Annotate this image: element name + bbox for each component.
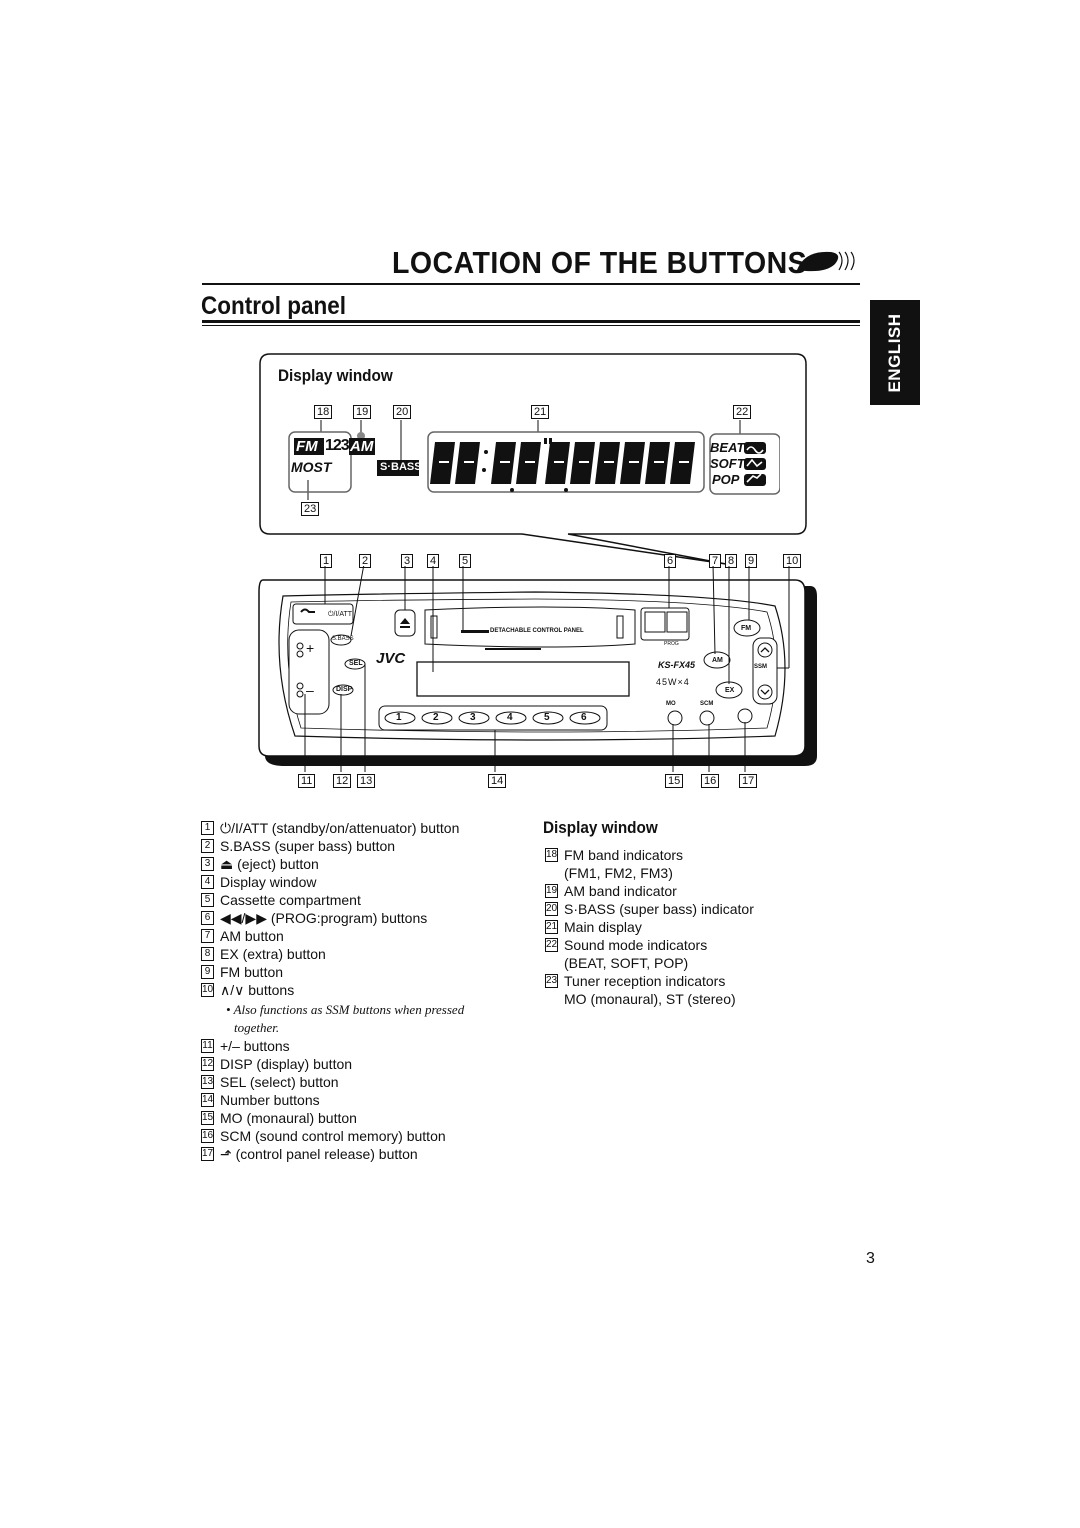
callout-17: 17 (739, 774, 758, 788)
callout-10: 10 (783, 554, 802, 568)
plus-button-label[interactable]: + (306, 640, 315, 656)
button-list: 1⏻/I/ATT (standby/on/attenuator) button … (201, 820, 465, 1162)
list-item-cont: (FM1, FM2, FM3) (564, 865, 673, 881)
preset-3[interactable]: 3 (470, 712, 476, 723)
page-title: LOCATION OF THE BUTTONS (392, 245, 808, 280)
callout-8: 8 (725, 554, 738, 568)
preset-1[interactable]: 1 (396, 712, 402, 723)
callout-22: 22 (733, 405, 752, 419)
callout-3: 3 (401, 554, 414, 568)
callout-16: 16 (701, 774, 720, 788)
callout-23: 23 (301, 502, 320, 516)
callout-2: 2 (359, 554, 372, 568)
lcd-fm-indicator: FM (296, 438, 318, 455)
callout-19: 19 (353, 405, 372, 419)
lcd-soft-indicator: SOFT (710, 456, 745, 471)
preset-5[interactable]: 5 (544, 712, 550, 723)
callout-15: 15 (665, 774, 684, 788)
callout-9: 9 (745, 554, 758, 568)
sel-button-label[interactable]: SEL (349, 660, 363, 667)
lcd-am-indicator: AM (350, 438, 374, 455)
lcd-pop-indicator: POP (712, 472, 740, 487)
section-title: Control panel (201, 292, 346, 320)
list-item-cont: (BEAT, SOFT, POP) (564, 955, 689, 971)
ssm-note-line2: together. (234, 1020, 280, 1035)
lcd-most-indicator: MOST (291, 459, 332, 475)
preset-4[interactable]: 4 (507, 712, 513, 723)
ssm-note-line1: • Also functions as SSM buttons when pre… (226, 1002, 465, 1017)
brand-logo: JVC (376, 650, 406, 667)
callout-20: 20 (393, 405, 412, 419)
display-window-heading: Display window (278, 366, 393, 385)
callout-14: 14 (488, 774, 507, 788)
preset-6[interactable]: 6 (581, 712, 587, 723)
detachable-panel-text: DETACHABLE CONTROL PANEL (490, 628, 584, 634)
disp-button-label[interactable]: DISP (336, 686, 353, 693)
language-tab: ENGLISH (870, 300, 920, 405)
fm-button-label[interactable]: FM (741, 625, 752, 632)
lcd-display (288, 420, 780, 500)
preset-2[interactable]: 2 (433, 712, 439, 723)
page-number: 3 (866, 1250, 875, 1267)
callout-1: 1 (320, 554, 333, 568)
list-item-cont: MO (monaural), ST (stereo) (564, 991, 736, 1007)
callout-5: 5 (459, 554, 472, 568)
lcd-fm-numbers: 123 (325, 437, 350, 454)
callout-11: 11 (298, 774, 316, 788)
minus-button-label[interactable]: – (306, 682, 314, 698)
callout-6: 6 (664, 554, 677, 568)
callout-12: 12 (333, 774, 352, 788)
title-rule (202, 283, 860, 285)
ssm-label: SSM (754, 664, 768, 670)
scm-label: SCM (700, 701, 714, 707)
ex-button-label[interactable]: EX (725, 687, 735, 694)
model-name: KS-FX45 (658, 660, 696, 670)
power-rating: 45W×4 (656, 677, 690, 687)
cassette-logo-icon (797, 251, 855, 272)
callout-21: 21 (531, 405, 550, 419)
callout-18: 18 (314, 405, 333, 419)
am-button-label[interactable]: AM (712, 657, 723, 664)
lcd-sbass-indicator: S·BASS (380, 461, 422, 473)
control-panel-drawing (258, 566, 817, 772)
section-rule-thin (202, 325, 860, 326)
lcd-beat-indicator: BEAT (710, 440, 745, 455)
sbass-button-label[interactable]: S.BASS (332, 636, 354, 642)
prog-label: PROG (664, 641, 679, 647)
callout-13: 13 (357, 774, 376, 788)
display-window-list-heading: Display window (543, 818, 658, 837)
section-rule (202, 320, 860, 323)
callout-7: 7 (709, 554, 722, 568)
mo-label: MO (666, 701, 676, 707)
att-button-label[interactable]: ⏻/I/ATT (328, 611, 353, 618)
